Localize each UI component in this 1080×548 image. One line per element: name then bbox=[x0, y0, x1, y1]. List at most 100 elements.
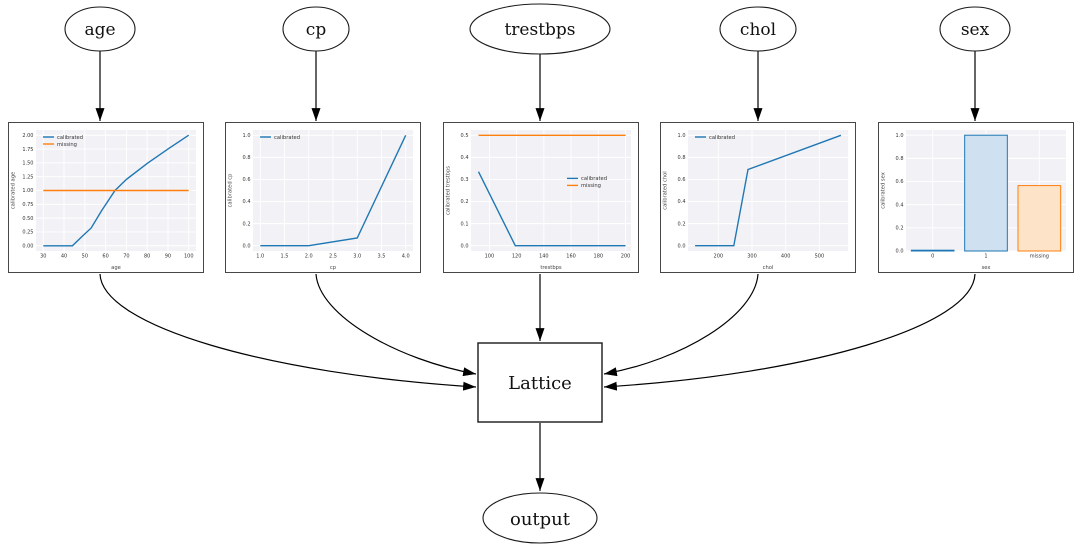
x-tick-label: 80 bbox=[144, 254, 150, 260]
y-tick-label: 0.1 bbox=[461, 221, 469, 227]
y-tick-label: 1.0 bbox=[896, 133, 904, 139]
x-axis-label: trestbps bbox=[540, 265, 562, 271]
y-tick-label: 0.0 bbox=[243, 243, 251, 249]
y-tick-label: 1.25 bbox=[22, 174, 33, 180]
calibration-plot-sex: 0 1 missing 0.0 0.2 0.4 0.6 0.8 1.0 sex calibrated… bbox=[878, 122, 1074, 273]
edge-chol-calibrator-to-lattice bbox=[603, 273, 759, 377]
y-tick-label: 0.8 bbox=[243, 155, 251, 161]
x-tick-label: 200 bbox=[714, 254, 724, 260]
plot-area bbox=[688, 130, 848, 251]
x-tick-label: missing bbox=[1030, 254, 1049, 260]
y-tick-label: 0.2 bbox=[461, 199, 469, 205]
y-tick-label: 0.2 bbox=[896, 226, 904, 232]
node-age: age bbox=[64, 6, 136, 52]
x-tick-label: 2.5 bbox=[329, 254, 337, 260]
node-trestbps-label: trestbps bbox=[504, 20, 575, 40]
legend-label: calibrated bbox=[57, 135, 83, 141]
legend-label: missing bbox=[581, 183, 601, 189]
y-tick-label: 0.8 bbox=[678, 155, 686, 161]
y-axis-label: calibrated age bbox=[11, 172, 17, 209]
sex-chart-svg: 0 1 missing 0.0 0.2 0.4 0.6 0.8 1.0 sex calibrated… bbox=[881, 130, 1066, 271]
edge-age-calibrator-to-lattice bbox=[99, 273, 477, 391]
series-calibrated bbox=[260, 135, 407, 247]
node-chol-shape bbox=[719, 6, 797, 52]
x-tick-label: 60 bbox=[102, 254, 108, 260]
x-tick-label: 140 bbox=[539, 254, 549, 260]
y-axis-label: calibrated chol bbox=[663, 171, 669, 209]
edge-sex-calibrator-to-lattice bbox=[603, 273, 976, 391]
node-lattice-shape bbox=[477, 342, 603, 423]
x-tick-label: 4.0 bbox=[402, 254, 410, 260]
y-tick-label: 2.00 bbox=[22, 133, 33, 139]
y-tick-label: 0.6 bbox=[678, 177, 686, 183]
node-age-label: age bbox=[84, 20, 115, 40]
x-axis-label: sex bbox=[982, 265, 991, 271]
bar-1 bbox=[964, 134, 1008, 252]
y-tick-label: 1.00 bbox=[22, 188, 33, 194]
node-chol: chol bbox=[719, 6, 797, 52]
bar-0 bbox=[910, 249, 955, 252]
series-calibrated bbox=[477, 171, 626, 247]
x-tick-label: 70 bbox=[123, 254, 129, 260]
x-tick-label: 40 bbox=[61, 254, 67, 260]
legend-label: calibrated bbox=[709, 135, 735, 141]
x-axis-label: age bbox=[111, 265, 121, 271]
y-tick-label: 0.0 bbox=[678, 243, 686, 249]
node-output-label: output bbox=[510, 509, 571, 530]
y-tick-label: 1.50 bbox=[22, 161, 33, 167]
node-sex: sex bbox=[939, 6, 1011, 52]
x-tick-label: 120 bbox=[512, 254, 522, 260]
node-trestbps-shape bbox=[469, 3, 611, 55]
y-tick-label: 0.3 bbox=[461, 177, 469, 183]
node-sex-shape bbox=[939, 6, 1011, 52]
node-lattice-label: Lattice bbox=[508, 373, 572, 394]
x-tick-label: 3.0 bbox=[353, 254, 361, 260]
y-tick-label: 0.5 bbox=[461, 133, 469, 139]
node-cp-shape bbox=[282, 6, 350, 52]
legend-label: missing bbox=[57, 142, 77, 148]
node-chol-label: chol bbox=[740, 20, 776, 40]
y-tick-label: 0.50 bbox=[22, 216, 33, 222]
node-cp-label: cp bbox=[306, 20, 327, 40]
x-tick-label: 160 bbox=[566, 254, 576, 260]
y-axis-label: calibrated sex bbox=[881, 172, 887, 209]
series-calibrated bbox=[43, 134, 190, 247]
x-tick-label: 90 bbox=[165, 254, 171, 260]
x-tick-label: 200 bbox=[621, 254, 631, 260]
y-tick-label: 0.8 bbox=[896, 156, 904, 162]
y-axis-label: calibrated cp bbox=[228, 173, 234, 208]
y-tick-label: 0.2 bbox=[678, 221, 686, 227]
y-tick-label: 0.2 bbox=[243, 221, 251, 227]
x-tick-label: 50 bbox=[82, 254, 88, 260]
x-axis-label: cp bbox=[330, 265, 337, 271]
y-tick-label: 0.4 bbox=[678, 199, 686, 205]
y-tick-label: 0.4 bbox=[461, 155, 469, 161]
legend-label: calibrated bbox=[581, 176, 607, 182]
x-tick-label: 1 bbox=[984, 254, 987, 260]
x-tick-label: 180 bbox=[594, 254, 604, 260]
node-sex-label: sex bbox=[961, 20, 990, 40]
y-tick-label: 0.4 bbox=[896, 202, 904, 208]
y-tick-label: 0.0 bbox=[896, 249, 904, 255]
bar-missing bbox=[1017, 185, 1062, 252]
y-tick-label: 0.4 bbox=[243, 199, 251, 205]
y-tick-label: 0.6 bbox=[243, 177, 251, 183]
x-tick-label: 0 bbox=[931, 254, 934, 260]
x-tick-label: 30 bbox=[40, 254, 46, 260]
node-age-shape bbox=[64, 6, 136, 52]
x-tick-label: 500 bbox=[815, 254, 825, 260]
y-tick-label: 0.6 bbox=[896, 179, 904, 185]
node-lattice: Lattice bbox=[477, 342, 603, 423]
y-tick-label: 1.75 bbox=[22, 147, 33, 153]
x-tick-label: 2.0 bbox=[305, 254, 313, 260]
y-tick-label: 0.0 bbox=[461, 243, 469, 249]
y-tick-label: 0.75 bbox=[22, 202, 33, 208]
legend-label: calibrated bbox=[274, 135, 300, 141]
